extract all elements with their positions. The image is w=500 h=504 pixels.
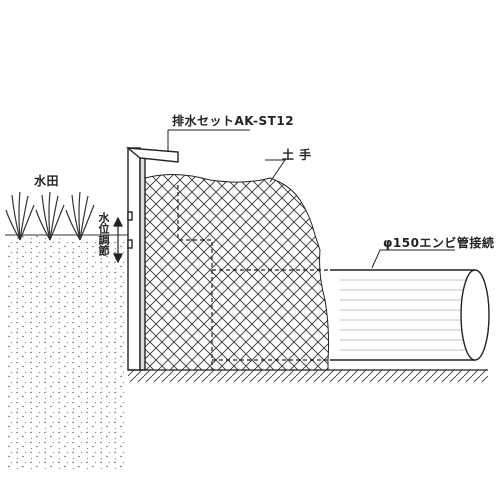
internal-pipe-dashed (177, 185, 330, 370)
water-level-label: 水位調節 (97, 212, 110, 256)
embankment-label: 土 手 (282, 148, 312, 162)
rice-plants (5, 191, 95, 241)
pipe-label: φ150エンビ管接続 (383, 236, 495, 250)
embankment (144, 173, 330, 371)
paddy-label: 水田 (34, 174, 60, 188)
leader-lines (167, 129, 455, 269)
water-level-arrow (113, 216, 123, 264)
external-pipe (330, 269, 490, 361)
paddy-soil (5, 235, 128, 470)
product-label: 排水セットAK-ST12 (172, 114, 295, 128)
ground-base (128, 370, 488, 382)
